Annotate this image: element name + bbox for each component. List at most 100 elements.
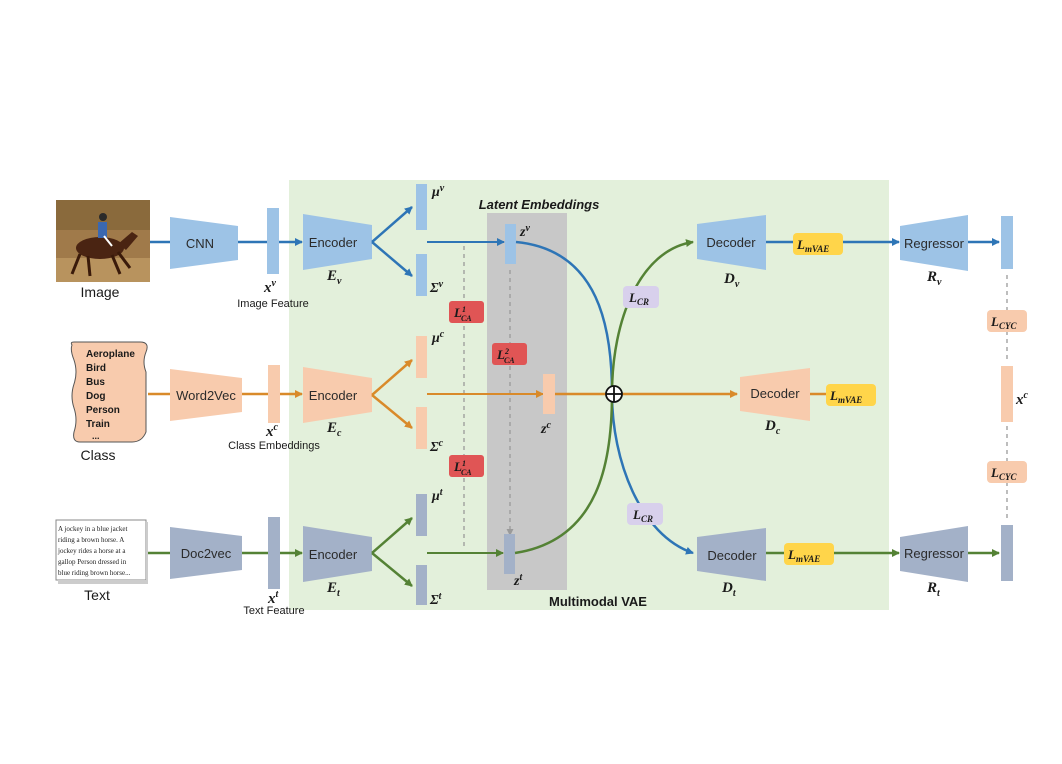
output-v-vector <box>1001 216 1013 269</box>
output-t-vector <box>1001 525 1013 581</box>
svg-text:LCR: LCR <box>632 507 653 524</box>
xt-symbol: xt <box>267 589 280 607</box>
input-class-scroll: Aeroplane Bird Bus Dog Person Train ... <box>70 341 148 443</box>
arrow-ec-sigma <box>371 394 413 429</box>
doc2vec-label: Doc2vec <box>181 546 232 561</box>
mu-t-symbol: μt <box>431 487 444 504</box>
word2vec-label: Word2Vec <box>176 388 236 403</box>
encoder-c <box>303 367 372 423</box>
decoder-t <box>697 528 766 581</box>
encoder-v-label: Encoder <box>309 235 358 250</box>
encoder-t-label: Encoder <box>309 547 358 562</box>
loss-cr-bottom: LCR <box>627 503 663 525</box>
class-item: ... <box>92 431 100 441</box>
output-c-vector <box>1001 366 1013 422</box>
arrow-et-sigma <box>371 552 413 587</box>
zt-symbol: zt <box>513 572 523 589</box>
mu-t-vector <box>416 494 427 536</box>
ev-symbol: Ev <box>326 268 342 287</box>
arrow-et-mu <box>371 517 413 554</box>
decoder-t-label: Decoder <box>707 548 757 563</box>
class-item: Dog <box>86 391 105 402</box>
multimodal-vae-caption: Multimodal VAE <box>549 594 647 609</box>
image-feature-vector <box>267 208 279 274</box>
loss-cr-top: LCR <box>623 286 659 308</box>
class-item: Train <box>86 419 110 430</box>
encoder-t <box>303 526 372 582</box>
rv-symbol: Rv <box>926 269 942 288</box>
text-doc-line: gallop Person dressed in <box>58 558 127 566</box>
latent-embeddings-title: Latent Embeddings <box>479 197 600 212</box>
loss-mvae-t: LmVAE <box>784 543 834 565</box>
loss-cyc-bottom: LCYC <box>987 461 1027 483</box>
class-embedding-vector <box>268 365 280 423</box>
mu-v-symbol: μv <box>431 183 445 200</box>
arrow-ev-sigma <box>371 241 413 277</box>
mu-v-vector <box>416 184 427 230</box>
fusion-oplus-icon <box>605 385 623 403</box>
text-doc-line: A jockey in a blue jacket <box>58 525 127 533</box>
mu-c-symbol: μc <box>431 329 445 346</box>
sigma-c-vector <box>416 407 427 449</box>
sigma-c-symbol: Σc <box>429 438 444 455</box>
class-item: Person <box>86 405 120 416</box>
svg-text:LCR: LCR <box>628 290 649 307</box>
svg-text:LCYC: LCYC <box>990 465 1017 482</box>
class-embeddings-caption: Class Embeddings <box>228 440 320 452</box>
decoder-v-label: Decoder <box>706 235 756 250</box>
svg-text:LCYC: LCYC <box>990 314 1017 331</box>
input-text-doc: A jockey in a blue jacket riding a brown… <box>55 519 148 584</box>
zt-vector <box>504 534 515 574</box>
zv-symbol: zv <box>519 223 530 240</box>
zc-symbol: zc <box>540 420 551 437</box>
encoder-c-label: Encoder <box>309 388 358 403</box>
cnn-label: CNN <box>186 236 214 251</box>
loss-mvae-c: LmVAE <box>826 384 876 406</box>
regressor-t <box>900 526 968 582</box>
text-feature-vector <box>268 517 280 589</box>
regressor-t-label: Regressor <box>904 546 965 561</box>
text-doc-line: jockey rides a horse at a <box>57 547 126 555</box>
word2vec-block <box>170 369 242 421</box>
class-label: Class <box>80 447 115 463</box>
sigma-v-vector <box>416 254 427 296</box>
arrow-ec-mu <box>371 359 413 396</box>
zv-vector <box>505 224 516 264</box>
mu-c-vector <box>416 336 427 378</box>
text-feature-caption: Text Feature <box>243 605 304 617</box>
cnn-block <box>170 217 238 269</box>
text-doc-line: riding a brown horse. A <box>58 536 124 544</box>
sigma-t-symbol: Σt <box>429 591 443 608</box>
dv-symbol: Dv <box>723 271 740 290</box>
input-image <box>56 200 150 282</box>
image-label: Image <box>81 284 120 300</box>
regressor-v <box>900 215 968 271</box>
image-feature-caption: Image Feature <box>237 298 309 310</box>
text-label: Text <box>84 587 110 603</box>
svg-text:LmVAE: LmVAE <box>796 237 829 254</box>
dt-symbol: Dt <box>721 580 737 599</box>
class-item: Bird <box>86 363 106 374</box>
class-item: Aeroplane <box>86 349 135 360</box>
arrow-ev-mu <box>371 206 413 243</box>
decoder-c-label: Decoder <box>750 386 800 401</box>
zc-vector <box>543 374 555 414</box>
xv-symbol: xv <box>263 278 277 296</box>
rt-symbol: Rt <box>926 580 941 599</box>
sigma-v-symbol: Σv <box>429 279 444 296</box>
svg-text:LmVAE: LmVAE <box>829 388 862 405</box>
svg-text:LmVAE: LmVAE <box>787 547 820 564</box>
decoder-v <box>697 215 766 270</box>
loss-cyc-top: LCYC <box>987 310 1027 332</box>
doc2vec-block <box>170 527 242 579</box>
text-doc-line: blue riding brown horse... <box>58 569 131 577</box>
et-symbol: Et <box>326 580 341 599</box>
xc-symbol: xc <box>265 422 279 440</box>
